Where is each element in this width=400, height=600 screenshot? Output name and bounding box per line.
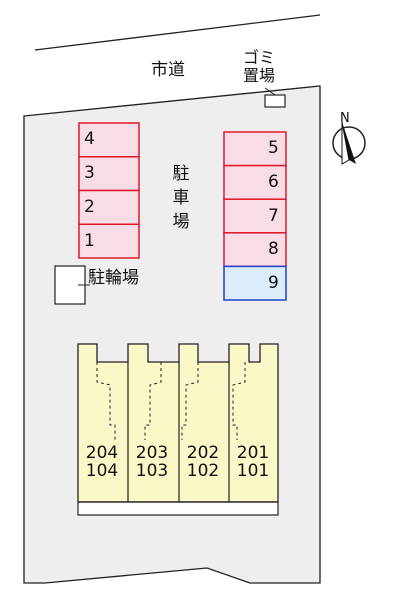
parking-space-number: 4 [84, 129, 95, 150]
parking-label-char: 場 [172, 212, 190, 232]
parking-space-1 [78, 223, 140, 259]
parking-space-number: 9 [268, 272, 279, 293]
parking-space-4 [78, 122, 140, 158]
parking-space-number: 2 [84, 196, 95, 217]
parking-spaces [78, 122, 287, 301]
parking-space-8 [223, 232, 287, 268]
garbage-label-line1: ゴミ [243, 48, 276, 67]
parking-label: 駐 車 場 [172, 162, 190, 234]
parking-space-number: 6 [268, 171, 279, 192]
unit-lower-number: 103 [135, 461, 169, 481]
road-line [34, 14, 321, 51]
unit-lower-number: 104 [85, 461, 119, 481]
garbage-label-line2: 置場 [243, 66, 276, 85]
compass-n-label: N [340, 111, 350, 126]
north-compass-icon [332, 121, 366, 165]
parking-space-6 [223, 164, 287, 200]
parking-space-number: 8 [268, 239, 279, 260]
parking-space-9 [223, 265, 287, 301]
unit-upper-number: 204 [85, 443, 119, 463]
unit-lower-number: 102 [186, 461, 220, 481]
parking-space-7 [223, 198, 287, 234]
parking-space-2 [78, 189, 140, 225]
parking-label-char: 駐 [172, 164, 190, 184]
garbage-box [264, 94, 286, 108]
parking-space-number: 5 [268, 138, 279, 159]
parking-space-number: 1 [84, 230, 95, 251]
parking-label-char: 車 [172, 188, 190, 208]
parking-space-3 [78, 156, 140, 192]
unit-upper-number: 201 [236, 443, 270, 463]
unit-lower-number: 101 [236, 461, 270, 481]
bicycle-parking-label: 駐輪場 [88, 268, 139, 288]
garbage-leader [264, 87, 276, 96]
garbage-area-label: ゴミ 置場 [243, 49, 275, 85]
road-label: 市道 [151, 60, 185, 80]
parking-space-number: 3 [84, 163, 95, 184]
parking-space-5 [223, 131, 287, 167]
unit-upper-number: 202 [186, 443, 220, 463]
apartment-building [77, 343, 279, 516]
parking-space-number: 7 [268, 205, 279, 226]
unit-upper-number: 203 [135, 443, 169, 463]
